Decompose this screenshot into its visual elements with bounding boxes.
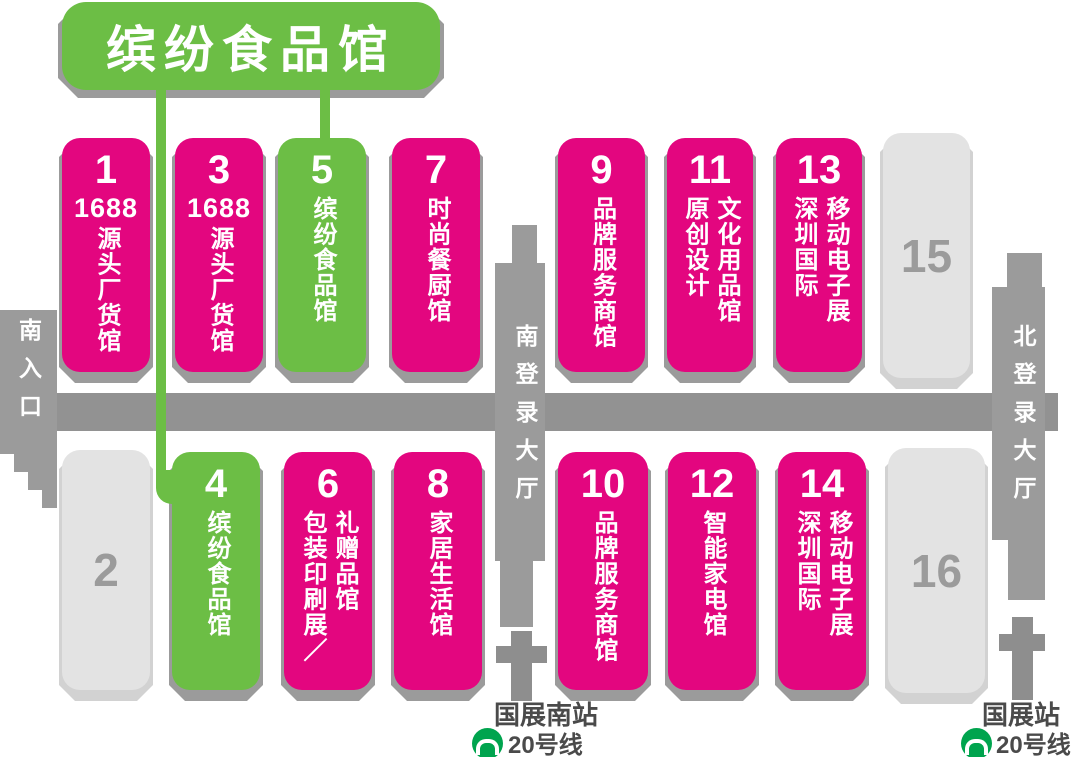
north-metro-station-name: 国展站 [982, 700, 1061, 730]
south-lobby [495, 263, 545, 561]
hall-7: 7 时尚餐厨馆 [392, 138, 480, 372]
hall-label: 礼赠品馆 包装印刷展／ [299, 510, 358, 663]
south-lobby-top-segment [512, 225, 537, 265]
hall-label: 时尚餐厨馆 [423, 196, 450, 324]
hall-label: 移动电子展 深圳国际 [790, 196, 849, 324]
metro-logo-icon [961, 728, 992, 757]
hall-number: 9 [590, 148, 613, 192]
food-hall-banner: 缤纷食品馆 [62, 2, 440, 90]
south-lobby-label: 南登录大厅 [512, 324, 538, 514]
banner-connector-to-hall-5 [320, 88, 330, 142]
hall-label-prefix: 1688 [73, 193, 139, 223]
south-metro-line-name: 20号线 [508, 732, 583, 757]
hall-number: 10 [580, 462, 626, 506]
south-entrance: 南入口 [0, 310, 57, 508]
banner-connector-elbow [156, 470, 174, 504]
north-lobby-label: 北登录大厅 [1010, 324, 1036, 514]
food-hall-banner-label: 缤纷食品馆 [106, 22, 396, 78]
hall-label-prefix: 1688 [186, 193, 252, 223]
hall-number: 12 [689, 462, 735, 506]
hall-label: 缤纷食品馆 [309, 196, 336, 324]
hall-number: 7 [424, 148, 448, 192]
hall-label: 智能家电馆 [699, 510, 726, 638]
hall-9: 9 品牌服务商馆 [558, 138, 645, 372]
south-entrance-label: 南入口 [15, 318, 42, 432]
north-lobby-bottom-segment [1008, 540, 1045, 600]
hall-number: 8 [426, 462, 450, 506]
hall-4: 4 缤纷食品馆 [172, 452, 260, 690]
hall-label: 缤纷食品馆 [203, 510, 230, 638]
hall-number: 6 [316, 462, 340, 506]
hall-15: 15 [883, 133, 970, 378]
hall-label: 源头厂货馆 [93, 226, 120, 354]
hall-number: 4 [204, 462, 228, 506]
south-up-arrow-icon [511, 631, 532, 701]
hall-8: 8 家居生活馆 [394, 452, 482, 690]
hall-number: 11 [688, 148, 732, 192]
hall-label: 移动电子展 深圳国际 [793, 510, 852, 638]
metro-logo-arch [965, 739, 988, 755]
hall-number: 13 [796, 148, 842, 192]
south-lobby-bottom-segment [500, 561, 533, 627]
north-up-arrow-icon [999, 634, 1045, 651]
north-metro-line-name: 20号线 [996, 732, 1071, 757]
central-corridor [55, 393, 1058, 431]
hall-number: 5 [310, 148, 334, 192]
north-lobby [992, 287, 1045, 540]
hall-number: 2 [93, 544, 119, 596]
north-up-arrow-icon [1012, 617, 1033, 700]
hall-number: 1 [94, 148, 118, 192]
north-lobby-top-segment [1007, 253, 1042, 289]
hall-label: 文化用品馆 原创设计 [681, 196, 740, 324]
hall-number: 16 [910, 544, 963, 597]
hall-label: 品牌服务商馆 [588, 196, 616, 349]
south-up-arrow-icon [496, 646, 547, 663]
hall-2: 2 [62, 450, 150, 690]
south-metro-station-name: 国展南站 [494, 700, 599, 730]
metro-logo-arch [476, 739, 499, 755]
hall-10: 10 品牌服务商馆 [558, 452, 648, 690]
hall-16: 16 [888, 448, 985, 693]
hall-number: 15 [900, 229, 953, 282]
hall-label: 家居生活馆 [425, 510, 452, 638]
hall-5: 5 缤纷食品馆 [278, 138, 366, 372]
hall-label: 源头厂货馆 [206, 226, 233, 354]
banner-connector-to-hall-4 [156, 88, 166, 478]
metro-logo-icon [472, 728, 503, 757]
hall-number: 14 [799, 462, 845, 506]
hall-label: 品牌服务商馆 [590, 510, 617, 663]
hall-12: 12 智能家电馆 [668, 452, 756, 690]
hall-number: 3 [207, 148, 231, 192]
